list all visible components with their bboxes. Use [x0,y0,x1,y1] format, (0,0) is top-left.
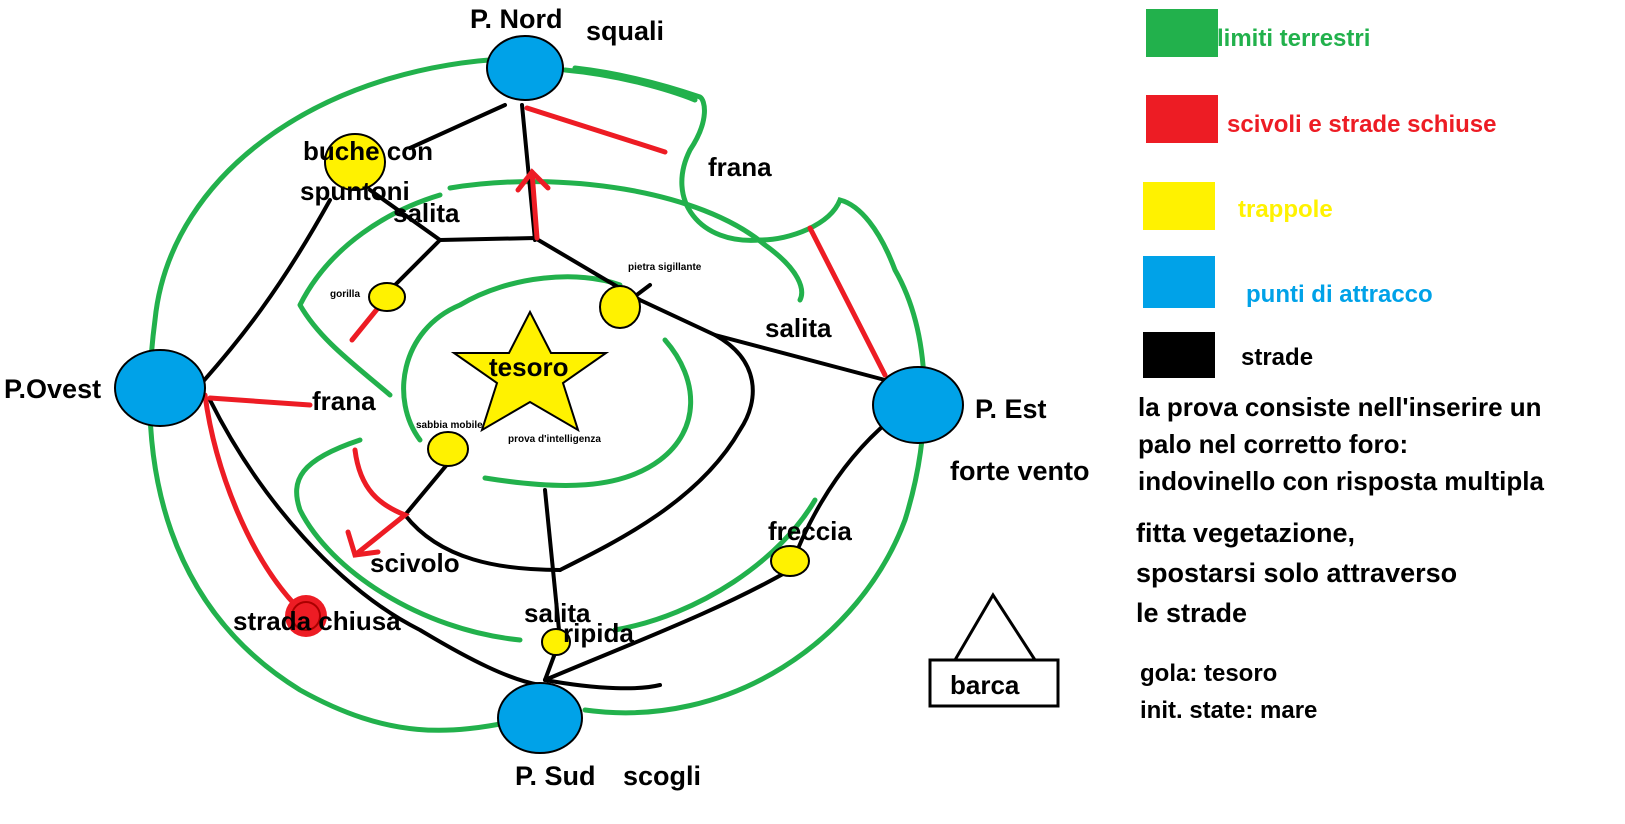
road-spikes-to-climb [368,188,442,242]
goal-note: gola: tesoro init. state: mare [1140,655,1317,729]
legend-label-land-limits: limiti terrestri [1217,25,1371,52]
climb-east-label: salita [765,313,832,343]
landslide-ne-label: frana [708,152,772,182]
road-to-gorilla [388,238,442,292]
slide-west [207,395,313,408]
closed-road-marker [285,595,327,637]
landslide-gap-upper [562,67,698,103]
inner-ring [401,274,694,488]
test-note-line: indovinello con risposta multipla [1138,466,1544,496]
legend-label-docking: punti di attracco [1246,281,1433,308]
climb-nw-label: salita [393,198,460,228]
outer-coast [147,55,927,733]
test-note-line: la prova consiste nell'inserire un [1138,392,1542,422]
trap-ripida [541,628,571,656]
road-inner-cross [438,235,887,382]
legend-swatch-yellow [1143,182,1215,230]
middle-ring [294,179,818,643]
steep-label: ripida [563,618,634,648]
road-north-to-spikes [408,103,507,150]
docking-points [114,35,964,754]
climb-south-label: salita [524,598,591,628]
port-west-label: P.Ovest [4,374,101,404]
road-boat-east [543,678,662,691]
sealing-stone-label: pietra sigillante [628,262,702,273]
road-east-loop [558,333,755,572]
vegetation-note-line: le strade [1136,598,1248,628]
arrow-trap-label: freccia [768,516,852,546]
trap-gorilla [368,282,406,312]
intelligence-test-label: prova d'intelligenza [508,434,601,445]
goal-note-line: gola: tesoro [1140,660,1278,687]
vegetation-note-line: fitta vegetazione, [1136,518,1356,548]
port-south [497,682,583,754]
slide-scivolo-head [345,529,381,558]
legend-label-roads: strade [1241,344,1314,371]
vegetation-note: fitta vegetazione, spostarsi solo attrav… [1136,513,1457,633]
goal-note-line: init. state: mare [1140,697,1318,724]
legend-label-slides: scivoli e strade schiuse [1227,111,1497,138]
spike-holes-label-1: buche con [303,136,433,166]
traps [324,133,810,656]
treasure-label: tesoro [489,352,568,382]
slide-label: scivolo [370,548,460,578]
vegetation-note-line: spostarsi solo attraverso [1136,558,1458,588]
boat-label: barca [950,670,1020,700]
slide-scivolo [352,447,410,558]
legend-swatch-green [1146,9,1218,57]
landslide-west-label: frana [312,386,376,416]
trap-sabbia-mobile [427,431,469,467]
port-south-label: P. Sud [515,761,596,791]
legend-label-traps: trappole [1238,196,1333,223]
spike-holes-label-2: spuntoni [300,176,410,206]
map-labels: P. Nord squali P.Ovest P. Est forte vent… [4,4,1090,791]
slide-to-arrow [529,169,540,241]
slide-arrow-head [515,168,551,193]
port-north [486,35,564,101]
hazard-south-label: scogli [623,761,701,791]
legend-swatch-black [1143,332,1215,378]
road-sabbia [402,453,562,572]
hazard-east-label: forte vento [950,456,1090,486]
test-note-line: palo nel corretto foro: [1138,429,1409,459]
legend-swatch-blue [1143,256,1215,308]
closed-road-label: strada chiusa [233,606,401,636]
trap-pietra-sigillante [599,285,641,329]
port-west [114,349,206,427]
slide-west-down [202,392,303,613]
land-boundaries [147,55,927,733]
gorilla-label: gorilla [330,289,360,300]
trap-freccia [770,545,810,577]
slides-and-closed-roads [202,105,888,613]
slide-north [524,105,668,155]
treasure-star [450,309,610,433]
slide-east [807,225,888,378]
road-west-up [198,198,332,387]
hazard-north-label: squali [586,16,664,46]
trap-spike-holes [324,133,386,191]
port-east [872,366,964,444]
slide-gorilla [349,305,381,343]
legend-swatch-red [1146,95,1218,143]
test-note: la prova consiste nell'inserire un palo … [1138,389,1544,500]
road-west-south [208,398,542,687]
quicksand-label: sabbia mobile [416,420,483,431]
port-north-label: P. Nord [470,4,563,34]
port-east-label: P. Est [975,394,1047,424]
boat-icon [928,592,1060,708]
